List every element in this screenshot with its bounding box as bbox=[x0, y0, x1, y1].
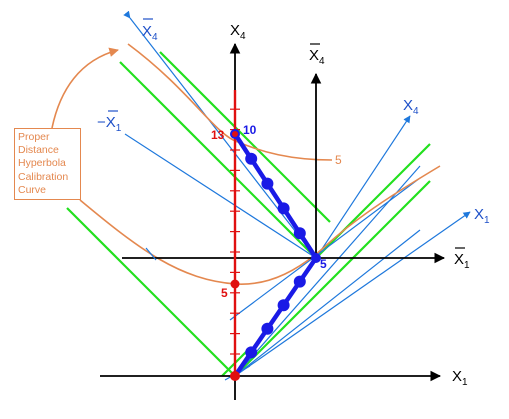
label-x1-boosted: X1 bbox=[474, 206, 490, 226]
world-line-dot bbox=[293, 227, 306, 240]
boosted-grid-lines bbox=[123, 10, 471, 381]
world-line-dot bbox=[277, 299, 290, 312]
boosted-x1-axis bbox=[234, 211, 471, 377]
point-5-blue bbox=[311, 253, 321, 263]
world-line-path bbox=[233, 132, 319, 378]
point-5-red bbox=[230, 279, 240, 289]
callout-pointer bbox=[51, 47, 119, 129]
callout-line: Calibration bbox=[18, 170, 69, 183]
label-neg-x1-bar: −X1 bbox=[97, 114, 122, 134]
world-line-dot bbox=[261, 177, 274, 190]
callout-line: Distance bbox=[18, 144, 59, 157]
label-x4: X4 bbox=[230, 22, 246, 42]
boosted-x4-axis bbox=[123, 10, 317, 259]
label-x4-bar-center: X4 bbox=[309, 47, 325, 67]
world-line-dot bbox=[277, 202, 290, 215]
boosted-neg-x1-line bbox=[124, 133, 317, 259]
origin-point bbox=[230, 371, 240, 381]
label-point-5-curve: 5 bbox=[335, 153, 342, 167]
green-line-lower-left bbox=[66, 207, 236, 377]
label-point-5-red: 5 bbox=[221, 286, 228, 300]
green-line-top bbox=[159, 51, 331, 223]
green-line-upper-left bbox=[119, 61, 317, 259]
boosted-line-a bbox=[234, 165, 421, 377]
label-x1-bar: X1 bbox=[454, 251, 470, 271]
label-point-13: 13 bbox=[211, 128, 225, 142]
boosted-line-c bbox=[234, 229, 421, 377]
world-line-dot bbox=[245, 152, 258, 165]
label-x4-boosted: X4 bbox=[403, 97, 419, 117]
label-point-10: 10 bbox=[243, 123, 257, 137]
boosted-x4-right bbox=[315, 115, 411, 259]
callout-line: Hyperbola bbox=[18, 157, 66, 170]
point-13-red bbox=[232, 131, 238, 137]
callout-line: Proper bbox=[18, 131, 50, 143]
world-line-dot bbox=[261, 322, 274, 335]
callout-line: Curve bbox=[18, 183, 47, 196]
green-line-upper-right bbox=[315, 143, 431, 259]
label-x4-bar-top: X4 bbox=[142, 23, 158, 43]
boosted-line-b bbox=[229, 177, 421, 321]
x1-bar-tick bbox=[145, 247, 157, 261]
calibration-curve-callout: Proper Distance Hyperbola Calibration Cu… bbox=[14, 128, 81, 200]
calibration-hyperbolas bbox=[51, 43, 441, 285]
world-line bbox=[233, 132, 319, 378]
world-line-dot bbox=[245, 346, 258, 359]
label-x1: X1 bbox=[452, 368, 468, 388]
label-point-5-blue: 5 bbox=[320, 257, 327, 271]
world-line-dot bbox=[293, 275, 306, 288]
light-cone-lines bbox=[66, 51, 431, 377]
green-line-lower-right bbox=[234, 180, 431, 377]
